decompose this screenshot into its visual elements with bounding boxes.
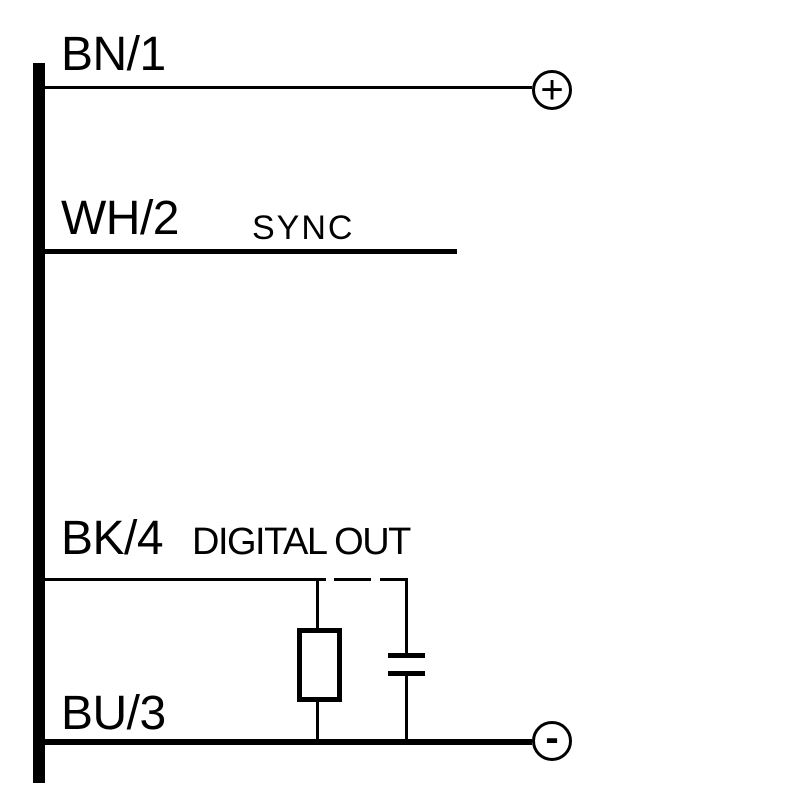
resistor-icon (297, 628, 342, 702)
plus-terminal-icon: + (532, 70, 572, 110)
signal-label-sync: SYNC (252, 209, 355, 247)
wire-bu3 (45, 739, 532, 745)
capacitor-plate-bottom (388, 671, 425, 676)
capacitor-lead-bottom (405, 676, 408, 742)
connector-bus-bar (33, 63, 45, 783)
minus-terminal-icon: - (532, 716, 572, 761)
capacitor-lead-top (405, 578, 408, 653)
dashed-wire-segment-2 (380, 578, 408, 581)
pin-label-wh2: WH/2 (61, 192, 180, 245)
wire-wh2-sync (45, 249, 457, 254)
pin-label-bk4: BK/4 (61, 512, 164, 565)
wire-bk4-digital-out (45, 578, 326, 581)
resistor-lead-bottom (316, 702, 319, 742)
plus-icon: + (540, 68, 564, 112)
pin-label-bu3: BU/3 (61, 687, 166, 740)
capacitor-icon (388, 653, 425, 658)
wire-bn1 (45, 86, 532, 89)
pin-label-bn1: BN/1 (61, 28, 166, 81)
resistor-lead-top (316, 580, 319, 628)
minus-icon: - (545, 716, 559, 760)
dashed-wire-segment-1 (334, 578, 371, 581)
signal-label-digital-out: DIGITAL OUT (192, 521, 411, 563)
